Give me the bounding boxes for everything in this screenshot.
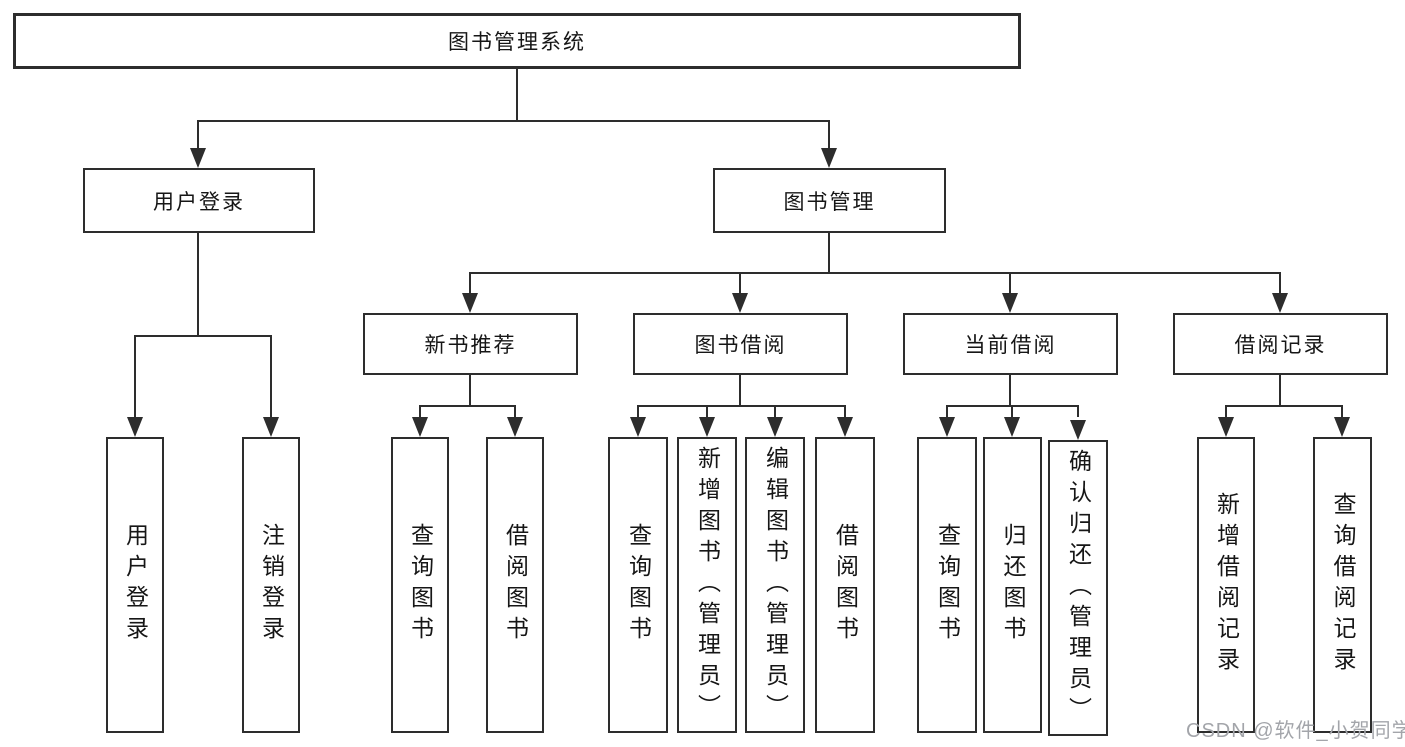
node-records-add-record-label: 新增借阅记录 bbox=[1213, 492, 1240, 678]
node-current-borrowing-label: 当前借阅 bbox=[964, 334, 1057, 357]
arrow-down-icon bbox=[732, 293, 748, 313]
arrow-down-icon bbox=[263, 417, 279, 437]
node-user-login: 用户登录 bbox=[83, 168, 315, 233]
node-current-query-books-label: 查询图书 bbox=[934, 523, 961, 647]
node-borrowing-borrow-books-label: 借阅图书 bbox=[832, 523, 859, 647]
node-root-label: 图书管理系统 bbox=[448, 31, 586, 54]
node-current-return-books: 归还图书 bbox=[983, 437, 1042, 733]
node-current-return-books-label: 归还图书 bbox=[1000, 523, 1026, 647]
node-borrowing-borrow-books: 借阅图书 bbox=[815, 437, 875, 733]
connector-line bbox=[1225, 405, 1343, 407]
node-newrec-query-books-label: 查询图书 bbox=[407, 523, 434, 647]
node-newrec-borrow-books: 借阅图书 bbox=[486, 437, 544, 733]
connector-line bbox=[197, 233, 199, 336]
node-new-book-recommend-label: 新书推荐 bbox=[424, 334, 517, 357]
arrow-down-icon bbox=[1218, 417, 1234, 437]
node-records-query-record-label: 查询借阅记录 bbox=[1330, 492, 1356, 678]
arrow-down-icon bbox=[1070, 420, 1086, 440]
node-current-confirm-return-admin-label: 确认归还（管理员） bbox=[1065, 448, 1092, 728]
node-root-library-system: 图书管理系统 bbox=[13, 13, 1021, 69]
arrow-down-icon bbox=[507, 417, 523, 437]
connector-line bbox=[197, 120, 830, 122]
connector-line bbox=[516, 69, 518, 120]
node-current-borrowing: 当前借阅 bbox=[903, 313, 1118, 375]
connector-line bbox=[706, 405, 708, 417]
connector-line bbox=[1009, 272, 1011, 293]
connector-line bbox=[1279, 272, 1281, 293]
node-leaf-logout: 注销登录 bbox=[242, 437, 300, 733]
connector-line bbox=[828, 233, 830, 273]
node-book-borrowing-label: 图书借阅 bbox=[694, 334, 787, 357]
connector-line bbox=[1077, 405, 1079, 417]
connector-line bbox=[134, 335, 272, 337]
node-records-query-record: 查询借阅记录 bbox=[1313, 437, 1372, 733]
connector-line bbox=[1279, 375, 1281, 406]
node-newrec-borrow-books-label: 借阅图书 bbox=[502, 523, 529, 647]
node-borrowing-edit-books-admin: 编辑图书（管理员） bbox=[745, 437, 805, 733]
connector-line bbox=[469, 272, 471, 293]
arrow-down-icon bbox=[821, 148, 837, 168]
connector-line bbox=[270, 335, 272, 417]
arrow-down-icon bbox=[1334, 417, 1350, 437]
arrow-down-icon bbox=[630, 417, 646, 437]
node-borrowing-add-books-admin: 新增图书（管理员） bbox=[677, 437, 737, 733]
connector-line bbox=[419, 405, 421, 417]
node-current-confirm-return-admin: 确认归还（管理员） bbox=[1048, 440, 1108, 736]
arrow-down-icon bbox=[1004, 417, 1020, 437]
arrow-down-icon bbox=[939, 417, 955, 437]
connector-line bbox=[774, 405, 776, 417]
node-borrowing-records-label: 借阅记录 bbox=[1234, 334, 1327, 357]
connector-line bbox=[946, 405, 948, 417]
connector-line bbox=[1341, 405, 1343, 417]
node-leaf-user-login: 用户登录 bbox=[106, 437, 164, 733]
arrow-down-icon bbox=[462, 293, 478, 313]
arrow-down-icon bbox=[699, 417, 715, 437]
connector-line bbox=[1009, 375, 1011, 406]
connector-line bbox=[1225, 405, 1227, 417]
node-book-borrowing: 图书借阅 bbox=[633, 313, 848, 375]
connector-line bbox=[469, 272, 1281, 274]
connector-line bbox=[637, 405, 639, 417]
node-leaf-user-login-label: 用户登录 bbox=[122, 523, 149, 647]
node-borrowing-records: 借阅记录 bbox=[1173, 313, 1388, 375]
connector-line bbox=[419, 405, 516, 407]
node-leaf-logout-label: 注销登录 bbox=[258, 523, 285, 647]
node-borrowing-edit-books-admin-label: 编辑图书（管理员） bbox=[762, 445, 789, 725]
node-book-management-label: 图书管理 bbox=[783, 190, 876, 214]
arrow-down-icon bbox=[412, 417, 428, 437]
node-current-query-books: 查询图书 bbox=[917, 437, 977, 733]
connector-line bbox=[844, 405, 846, 417]
arrow-down-icon bbox=[837, 417, 853, 437]
connector-line bbox=[637, 405, 846, 407]
connector-line bbox=[828, 120, 830, 148]
node-borrowing-query-books: 查询图书 bbox=[608, 437, 668, 733]
node-newrec-query-books: 查询图书 bbox=[391, 437, 449, 733]
arrow-down-icon bbox=[767, 417, 783, 437]
connector-line bbox=[739, 375, 741, 406]
node-user-login-label: 用户登录 bbox=[153, 190, 245, 214]
connector-line bbox=[739, 272, 741, 293]
node-borrowing-add-books-admin-label: 新增图书（管理员） bbox=[694, 445, 721, 725]
arrow-down-icon bbox=[1272, 293, 1288, 313]
csdn-watermark: CSDN @软件_小贺同学 bbox=[1186, 720, 1405, 742]
node-book-management: 图书管理 bbox=[713, 168, 946, 233]
node-new-book-recommend: 新书推荐 bbox=[363, 313, 578, 375]
connector-line bbox=[1011, 405, 1013, 417]
node-records-add-record: 新增借阅记录 bbox=[1197, 437, 1255, 733]
connector-line bbox=[197, 120, 199, 148]
connector-line bbox=[134, 335, 136, 417]
arrow-down-icon bbox=[1002, 293, 1018, 313]
arrow-down-icon bbox=[190, 148, 206, 168]
connector-line bbox=[514, 405, 516, 417]
arrow-down-icon bbox=[127, 417, 143, 437]
node-borrowing-query-books-label: 查询图书 bbox=[625, 523, 652, 647]
connector-line bbox=[469, 375, 471, 406]
